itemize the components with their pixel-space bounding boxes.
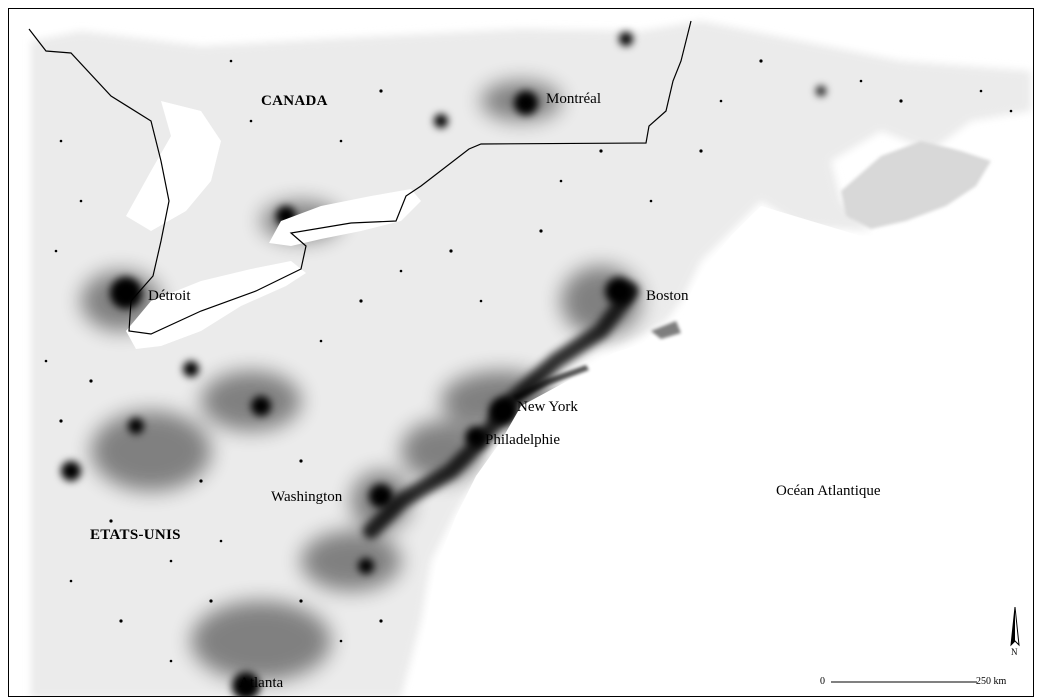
city-label-new-york: New York bbox=[517, 399, 578, 415]
map-frame: CANADA ETATS-UNIS Océan Atlantique Montr… bbox=[8, 8, 1034, 697]
scale-end-label: 250 km bbox=[976, 676, 1007, 687]
cape-cod bbox=[651, 321, 681, 339]
atlantic-ocean bbox=[411, 206, 1033, 696]
nova-scotia bbox=[841, 141, 991, 229]
density-map bbox=[28, 20, 1033, 696]
country-label-usa: ETATS-UNIS bbox=[90, 527, 181, 543]
lake-huron bbox=[126, 101, 221, 231]
scale-start-label: 0 bbox=[820, 676, 825, 687]
ocean-label: Océan Atlantique bbox=[776, 483, 881, 499]
country-label-canada: CANADA bbox=[261, 93, 328, 109]
svg-text:N: N bbox=[1011, 647, 1018, 657]
long-island bbox=[513, 365, 589, 401]
settlement-dots bbox=[44, 59, 1013, 663]
city-label-philadelphia: Philadelphie bbox=[485, 432, 560, 448]
city-label-montreal: Montréal bbox=[546, 91, 601, 107]
canada-us-border bbox=[28, 20, 692, 335]
city-label-washington: Washington bbox=[271, 489, 343, 505]
lake-ontario bbox=[269, 189, 421, 246]
scale-bar bbox=[831, 681, 977, 683]
coastal-corridor bbox=[363, 283, 639, 539]
city-label-detroit: Détroit bbox=[148, 288, 191, 304]
north-arrow-icon: N bbox=[1010, 606, 1020, 657]
city-label-boston: Boston bbox=[646, 288, 689, 304]
city-label-atlanta: Atlanta bbox=[239, 675, 284, 691]
land-mass bbox=[31, 21, 1031, 696]
